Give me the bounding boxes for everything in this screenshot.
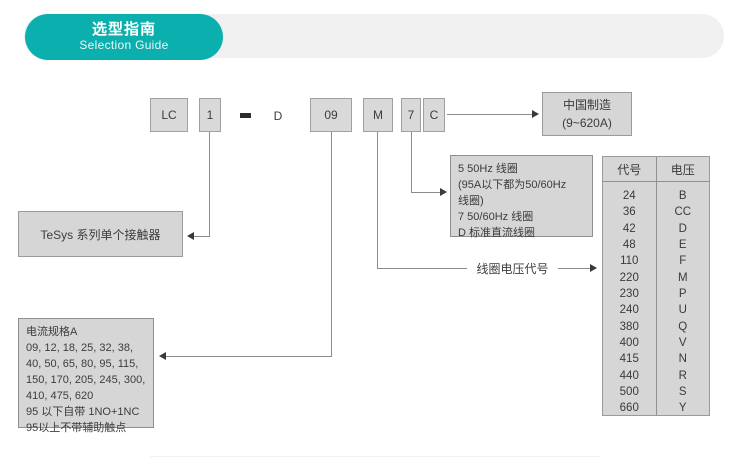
voltage-table-code-cell: 24	[622, 190, 636, 202]
code-box-7: 7	[401, 98, 421, 132]
voltage-table-code-cell: 380	[619, 320, 639, 333]
code-box-1: 1	[199, 98, 221, 132]
voltage-table-code-cell: 240	[619, 304, 639, 317]
voltage-table-voltage-cell: Y	[678, 402, 687, 415]
voltage-table-voltage-cell: F	[679, 255, 687, 268]
page-title-cn: 选型指南	[91, 21, 156, 39]
connector-7-to-coil	[411, 192, 440, 193]
voltage-table-voltage-cell: P	[678, 287, 687, 300]
connector-09-down	[331, 132, 332, 356]
arrow-to-series-icon	[187, 232, 194, 240]
current-spec-box: 电流规格A 09, 12, 18, 25, 32, 38, 40, 50, 65…	[18, 318, 154, 434]
voltage-table-header-code: 代号	[603, 157, 657, 181]
voltage-table-header-voltage: 电压	[670, 162, 695, 177]
arrow-to-coil-icon	[440, 188, 447, 196]
voltage-table-voltage-cell: V	[678, 336, 687, 349]
page-header: 选型指南 Selection Guide	[0, 14, 750, 60]
voltage-table-code-cell: 110	[620, 255, 639, 268]
voltage-table-code-cell: 42	[622, 222, 636, 235]
code-box-09: 09	[310, 98, 352, 132]
made-in-china-line1: 中国制造	[562, 98, 611, 112]
voltage-table-code-cell: 48	[622, 238, 636, 251]
coil-type-box: 5 50Hz 线圈 (95A以下都为50/60Hz 线圈) 7 50/60Hz …	[450, 155, 593, 239]
voltage-table-voltage-cell: R	[678, 369, 687, 382]
voltage-table-voltage-cell: U	[678, 304, 687, 317]
voltage-table-body: 24 36 42 48 110 220 230 240 380 400 415 440 500 660 B…	[603, 182, 709, 415]
footer-divider	[150, 456, 600, 457]
voltage-table-code-cell: 36	[622, 206, 636, 219]
series-box: TeSys 系列单个接触器	[18, 211, 183, 257]
coil-voltage-code-label: 线圈电压代号	[476, 261, 549, 276]
voltage-table-header: 代号 电压	[603, 157, 709, 182]
series-box-text: TeSys 系列单个接触器	[40, 227, 161, 242]
voltage-table-voltage-cell: Q	[678, 320, 688, 333]
voltage-table-code-cell: 500	[619, 385, 639, 398]
voltage-table-code-cell: 220	[619, 271, 639, 284]
voltage-table-voltage-cell: B	[678, 190, 687, 202]
voltage-code-table: 代号 电压 24 36 42 48 110 220 230 240 380 400 415 440 50…	[602, 156, 710, 416]
voltage-table-voltage-cell: N	[678, 353, 687, 366]
connector-1-to-series	[194, 236, 210, 237]
page-title-en: Selection Guide	[79, 38, 169, 53]
voltage-table-voltage-cell: CC	[674, 206, 692, 219]
connector-7-down	[411, 132, 412, 192]
voltage-table-code-column: 24 36 42 48 110 220 230 240 380 400 415 440 500 660	[603, 182, 657, 415]
code-label-d: D	[273, 109, 283, 123]
connector-09-to-current	[166, 356, 332, 357]
code-box-lc: LC	[150, 98, 188, 132]
connector-1-down	[209, 132, 210, 236]
arrow-to-voltage-table-icon	[590, 264, 597, 272]
connector-label-to-table	[558, 268, 596, 269]
header-title-pill: 选型指南 Selection Guide	[25, 14, 223, 60]
made-in-china-line2: (9~620A)	[562, 116, 612, 130]
voltage-table-voltage-cell: E	[678, 238, 687, 251]
voltage-table-code-cell: 400	[619, 336, 639, 349]
connector-c-to-china	[447, 114, 532, 115]
arrow-to-current-icon	[159, 352, 166, 360]
voltage-table-code-cell: 415	[619, 353, 639, 366]
connector-m-down	[377, 132, 378, 268]
code-box-c: C	[423, 98, 445, 132]
voltage-table-code-cell: 230	[619, 287, 639, 300]
code-box-m: M	[363, 98, 393, 132]
voltage-table-voltage-cell: D	[678, 222, 687, 235]
voltage-table-code-cell: 660	[619, 402, 639, 415]
voltage-table-voltage-cell: S	[678, 385, 687, 398]
voltage-table-voltage-cell: M	[677, 271, 688, 284]
separator-dash-icon	[240, 113, 251, 118]
made-in-china-box: 中国制造 (9~620A)	[542, 92, 632, 136]
arrow-c-to-china-icon	[532, 110, 539, 118]
connector-m-to-label	[377, 268, 467, 269]
voltage-table-code-cell: 440	[619, 369, 639, 382]
